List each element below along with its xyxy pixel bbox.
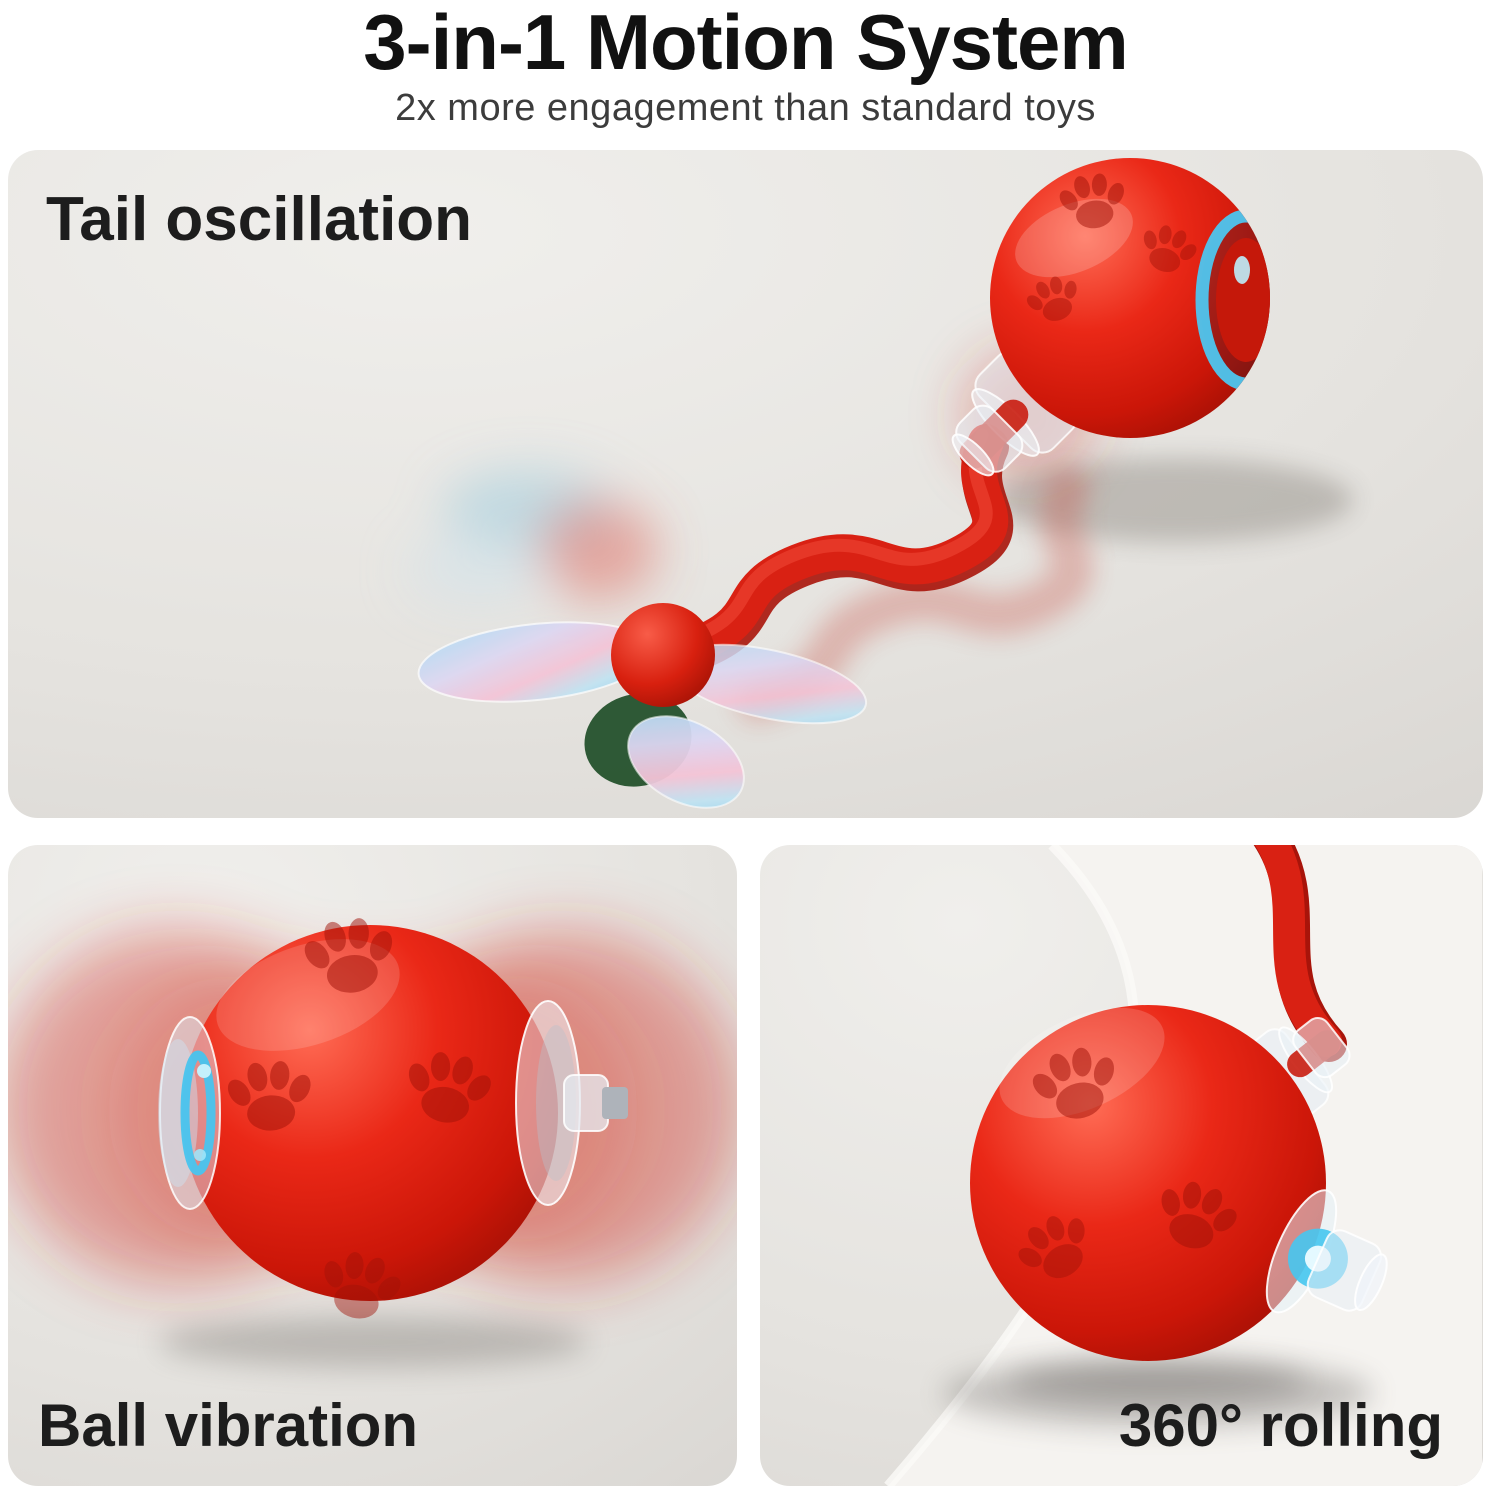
tail-motion-ghost bbox=[737, 469, 1094, 721]
right-end-cap-graphic bbox=[515, 1000, 628, 1206]
left-end-cap-graphic bbox=[158, 1016, 221, 1210]
panel-360-rolling: 360° rolling bbox=[760, 845, 1483, 1486]
ball-vibration-label: Ball vibration bbox=[38, 1392, 419, 1459]
rolling-label: 360° rolling bbox=[1118, 1392, 1443, 1459]
rolling-illustration bbox=[884, 845, 1482, 1486]
tail-oscillation-illustration bbox=[408, 158, 1353, 809]
page-subtitle: 2x more engagement than standard toys bbox=[395, 87, 1096, 130]
red-ball-graphic bbox=[990, 158, 1270, 438]
ball-contact-shadow bbox=[1008, 1361, 1308, 1401]
ball-shadow bbox=[158, 1316, 588, 1368]
pom-pom-graphic bbox=[611, 603, 715, 707]
tail-rope-highlight bbox=[665, 428, 993, 652]
ball-vibration-illustration bbox=[8, 911, 737, 1368]
page-header: 3-in-1 Motion System 2x more engagement … bbox=[0, 0, 1491, 130]
panel-tail-oscillation: Tail oscillation bbox=[8, 150, 1483, 818]
led-glow bbox=[180, 1050, 216, 1176]
led-end-cap-graphic bbox=[1265, 1189, 1388, 1314]
page-title: 3-in-1 Motion System bbox=[363, 0, 1128, 86]
led-ring-graphic bbox=[1195, 208, 1270, 392]
tail-oscillation-label: Tail oscillation bbox=[46, 185, 473, 254]
tail-rope bbox=[1254, 845, 1342, 1057]
panel-ball-vibration: Ball vibration bbox=[8, 845, 737, 1486]
red-ball-graphic bbox=[182, 925, 558, 1301]
feather-iridescent-graphic bbox=[627, 715, 745, 809]
